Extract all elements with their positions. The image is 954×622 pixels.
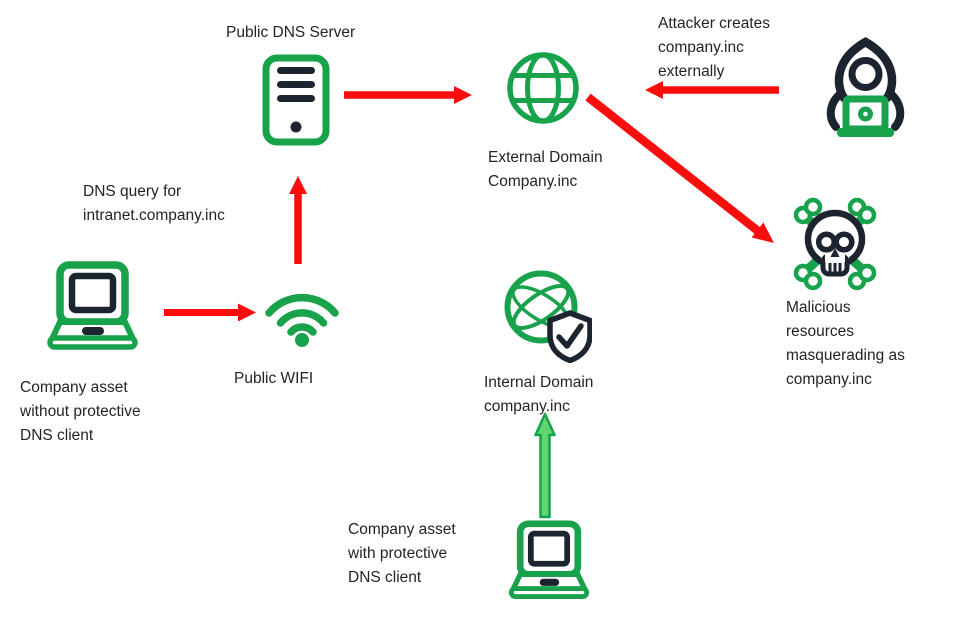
arrow-laptop-to-wifi [164, 303, 256, 322]
skull-crossbones-icon [787, 196, 883, 292]
attacker-label: Attacker creates company.inc externally [658, 15, 770, 80]
globe-icon [506, 51, 580, 125]
internal-domain-label: Internal Domain company.inc [484, 374, 594, 415]
arrow-external-domain-to-malicious [585, 93, 774, 243]
public-wifi-label: Public WIFI [234, 370, 314, 387]
company-asset-without-label: Company asset without protective DNS cli… [20, 379, 141, 444]
laptop-icon [506, 520, 592, 603]
company-asset-with-label: Company asset with protective DNS client [348, 521, 456, 586]
malicious-resources-label: Malicious resources masquerading as comp… [786, 299, 905, 388]
hacker-icon [817, 36, 914, 138]
server-icon [262, 54, 330, 146]
arrow-laptop-to-internal-domain [534, 412, 556, 519]
external-domain-label: External Domain Company.inc [488, 149, 603, 190]
public-dns-server-label: Public DNS Server [226, 24, 356, 41]
arrow-attacker-to-external-domain [645, 81, 779, 99]
globe-shield-icon [502, 265, 592, 363]
wifi-icon [259, 277, 345, 347]
laptop-icon [44, 261, 141, 354]
arrow-dns-server-to-external-domain [344, 86, 472, 104]
arrow-wifi-to-dns-server [289, 176, 307, 264]
dns-query-annotation: DNS query for intranet.company.inc [83, 183, 225, 224]
